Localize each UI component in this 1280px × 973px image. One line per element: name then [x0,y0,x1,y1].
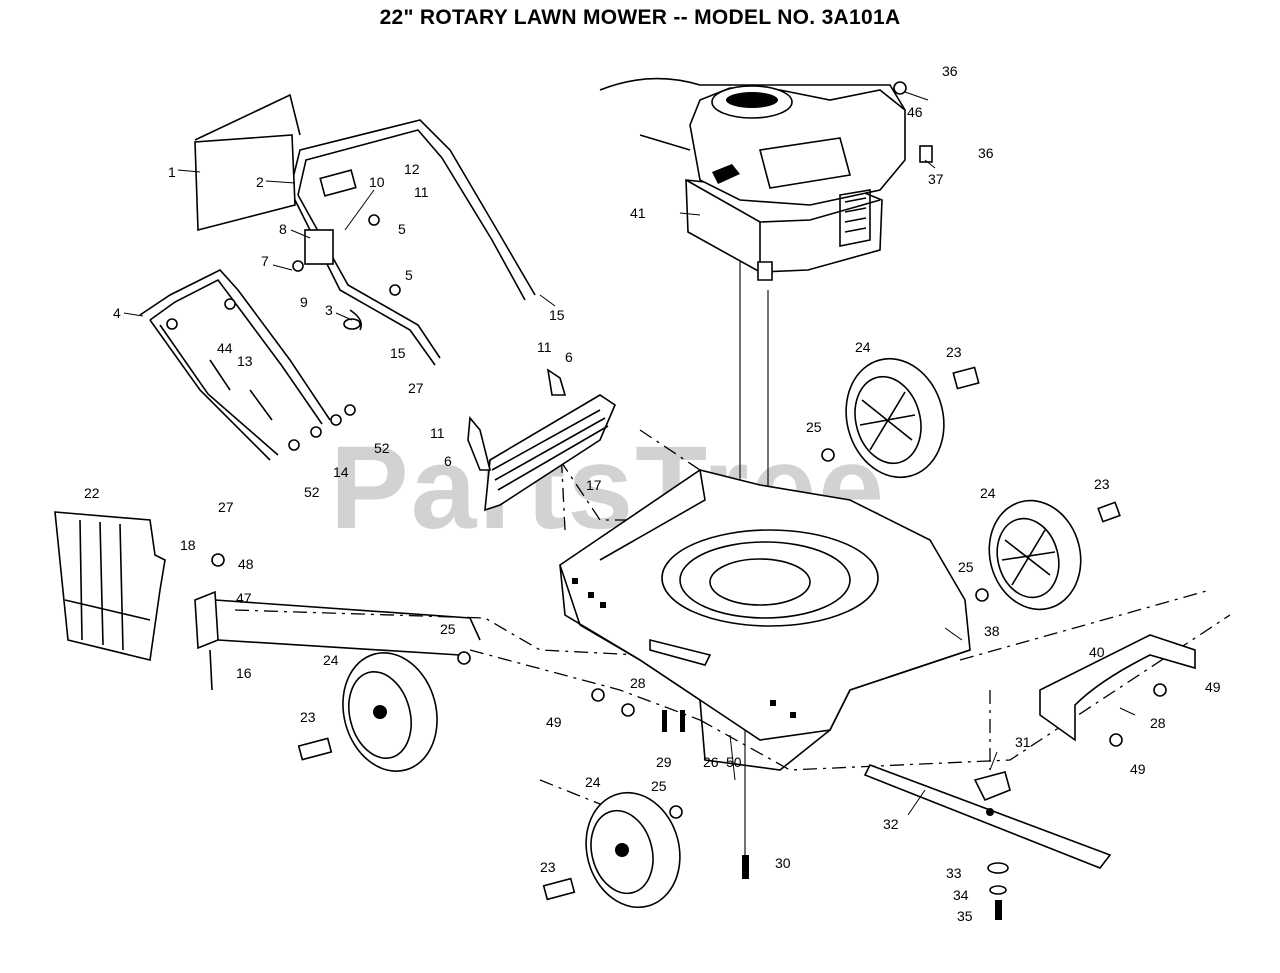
callout-6: 6 [565,349,573,365]
callout-13: 13 [237,353,253,369]
hardware [166,81,1167,920]
callout-34: 34 [953,887,969,903]
callout-11: 11 [430,425,445,441]
callout-23: 23 [946,344,962,360]
callout-4: 4 [113,305,121,321]
callout-12: 12 [404,161,420,177]
callout-23: 23 [1094,476,1110,492]
callout-16: 16 [236,665,252,681]
callout-37: 37 [928,171,944,187]
callout-11: 11 [537,339,552,355]
callout-14: 14 [333,464,349,480]
callout-25: 25 [651,778,667,794]
mower-deck [559,469,971,771]
blade [863,763,1112,869]
callout-1: 1 [168,164,176,180]
wheel-rear-left [342,652,438,772]
leader-lines [123,91,1136,816]
callout-23: 23 [300,709,316,725]
callout-24: 24 [855,339,871,355]
callout-27: 27 [408,380,424,396]
callout-28: 28 [1150,715,1166,731]
callout-36: 36 [942,63,958,79]
wheel-front-left [585,791,681,909]
lower-handle [139,269,331,461]
diagram-title: 22" ROTARY LAWN MOWER -- MODEL NO. 3A101… [379,6,901,29]
callout-47: 47 [236,590,252,606]
callout-27: 27 [218,499,234,515]
callout-44: 44 [217,340,233,356]
callout-52: 52 [304,484,320,500]
callout-52: 52 [374,440,390,456]
callout-24: 24 [323,652,339,668]
callout-30: 30 [775,855,791,871]
callout-9: 9 [300,294,308,310]
callout-17: 17 [586,477,602,493]
callout-49: 49 [1130,761,1146,777]
bail-bar [194,93,301,232]
callout-48: 48 [238,556,254,572]
callout-25: 25 [440,621,456,637]
callout-40: 40 [1089,644,1105,660]
callout-24: 24 [585,774,601,790]
rear-bracket [194,590,481,691]
callout-28: 28 [630,675,646,691]
callout-36: 36 [978,145,994,161]
callout-8: 8 [279,221,287,237]
rear-skirt [1039,634,1196,742]
callout-25: 25 [806,419,822,435]
upper-handle [289,119,536,366]
callout-35: 35 [957,908,973,924]
callout-31: 31 [1015,734,1031,750]
callout-41: 41 [630,205,646,221]
callout-7: 7 [261,253,269,269]
wheel-front-right [988,499,1082,611]
callout-32: 32 [883,816,899,832]
callout-49: 49 [546,714,562,730]
discharge-deflector [467,368,616,512]
callout-46: 46 [907,104,923,120]
callout-3: 3 [325,302,333,318]
rear-shield [54,511,166,661]
callout-18: 18 [180,537,196,553]
callout-15: 15 [549,307,565,323]
engine [599,77,906,281]
callout-50: 50 [726,754,742,770]
callout-10: 10 [369,174,385,190]
callout-33: 33 [946,865,962,881]
callout-24: 24 [980,485,996,501]
callout-5: 5 [398,221,406,237]
callout-22: 22 [84,485,100,501]
callout-5: 5 [405,267,413,283]
callout-15: 15 [390,345,406,361]
callout-25: 25 [958,559,974,575]
callout-26: 26 [703,754,719,770]
callout-labels: 1 2 3 4 5 5 6 6 7 8 9 10 11 11 11 12 13 … [84,63,1221,924]
callout-6: 6 [444,453,452,469]
wheel-rear-right [845,357,945,479]
callout-11: 11 [414,184,429,200]
callout-38: 38 [984,623,1000,639]
callout-23: 23 [540,859,556,875]
callout-49: 49 [1205,679,1221,695]
callout-29: 29 [656,754,672,770]
callout-2: 2 [256,174,264,190]
